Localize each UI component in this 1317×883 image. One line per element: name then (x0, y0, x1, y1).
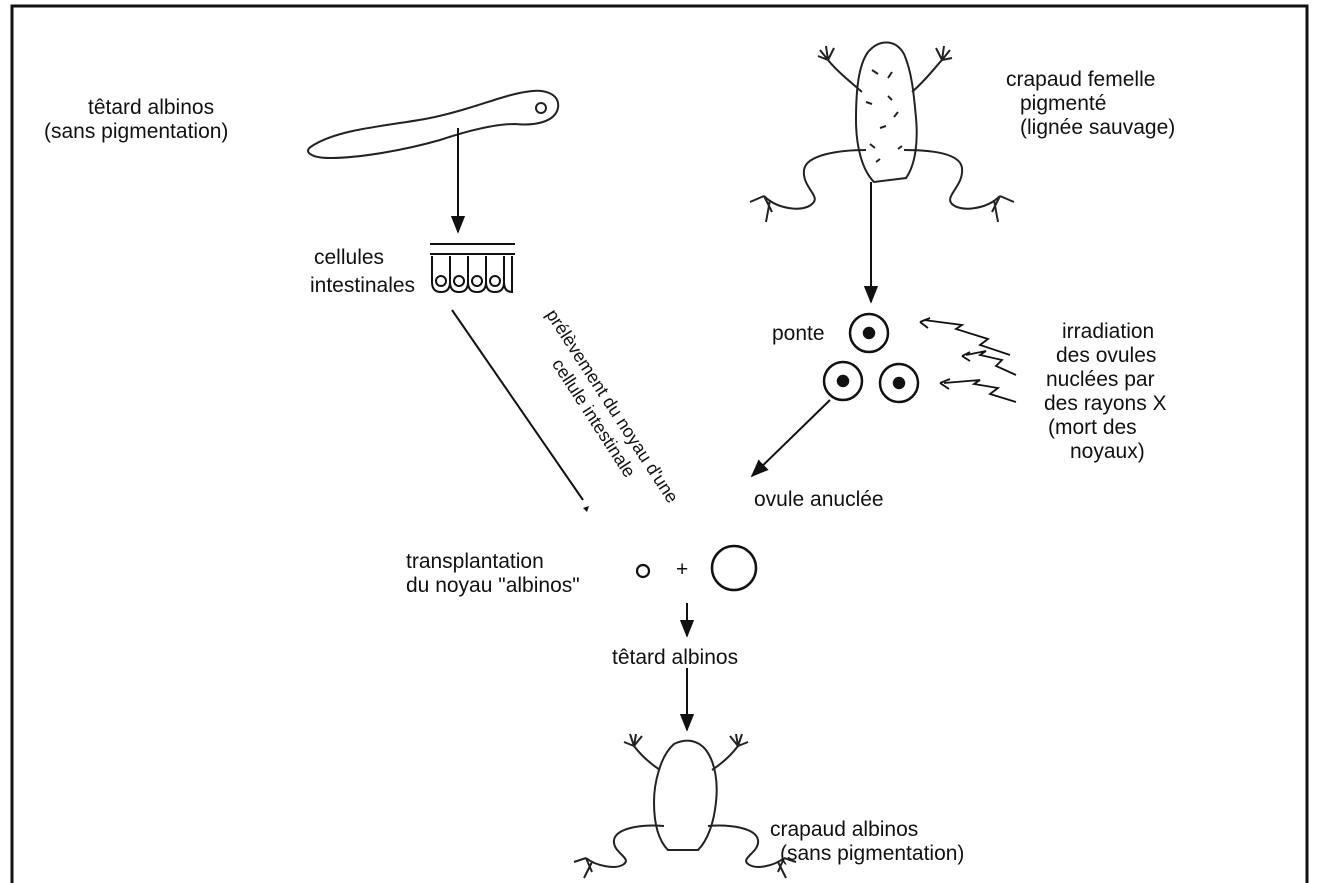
arrow-egg-to-ovule (752, 400, 830, 476)
albino-tadpole-drawing (308, 91, 558, 158)
x-ray-bolts (920, 318, 1016, 402)
label-albino-toad-line2: (sans pigmentation) (770, 842, 964, 866)
ponte-eggs (824, 314, 918, 402)
label-female-toad-line2: pigmenté (1006, 92, 1175, 116)
label-irradiation-line3: nuclées par (1046, 368, 1167, 392)
albino-toad-drawing (574, 734, 796, 878)
label-tadpole-result: têtard albinos (612, 646, 738, 670)
label-irradiation-line4: des rayons X (1044, 392, 1167, 416)
label-female-toad: crapaud femelle pigmenté (lignée sauvage… (1006, 68, 1175, 140)
label-intestinal-cells-line2: intestinales (310, 274, 415, 298)
label-albino-tadpole-line1: têtard albinos (84, 96, 228, 120)
anucleate-ovule (712, 546, 756, 590)
label-intestinal-cells: cellules intestinales (310, 246, 415, 298)
label-irradiation-line5: (mort des (1048, 416, 1167, 440)
label-transplantation: transplantation du noyau "albinos" (406, 550, 580, 598)
label-intestinal-cells-line1: cellules (310, 246, 415, 270)
label-irradiation: irradiation des ovules nuclées par des r… (1056, 320, 1167, 464)
label-irradiation-line6: noyaux) (1056, 440, 1167, 464)
albino-nucleus (637, 565, 649, 577)
plus-sign: + (676, 558, 688, 582)
label-female-toad-line1: crapaud femelle (1006, 68, 1175, 92)
label-female-toad-line3: (lignée sauvage) (1006, 116, 1175, 140)
label-irradiation-line1: irradiation (1056, 320, 1167, 344)
label-albino-tadpole-line2: (sans pigmentation) (44, 120, 228, 144)
label-transplantation-line2: du noyau "albinos" (406, 574, 580, 598)
arrow-nucleus-removal-tip (583, 506, 589, 512)
label-albino-toad: crapaud albinos (sans pigmentation) (770, 818, 964, 866)
label-albino-tadpole: têtard albinos (sans pigmentation) (84, 96, 228, 144)
female-toad-drawing (750, 42, 1014, 222)
label-ponte: ponte (772, 322, 825, 346)
intestinal-cells-drawing (430, 244, 515, 292)
label-transplantation-line1: transplantation (406, 550, 580, 574)
label-irradiation-line2: des ovules (1056, 344, 1167, 368)
label-anucleate-ovule: ovule anuclée (754, 488, 884, 512)
label-albino-toad-line1: crapaud albinos (770, 818, 964, 842)
